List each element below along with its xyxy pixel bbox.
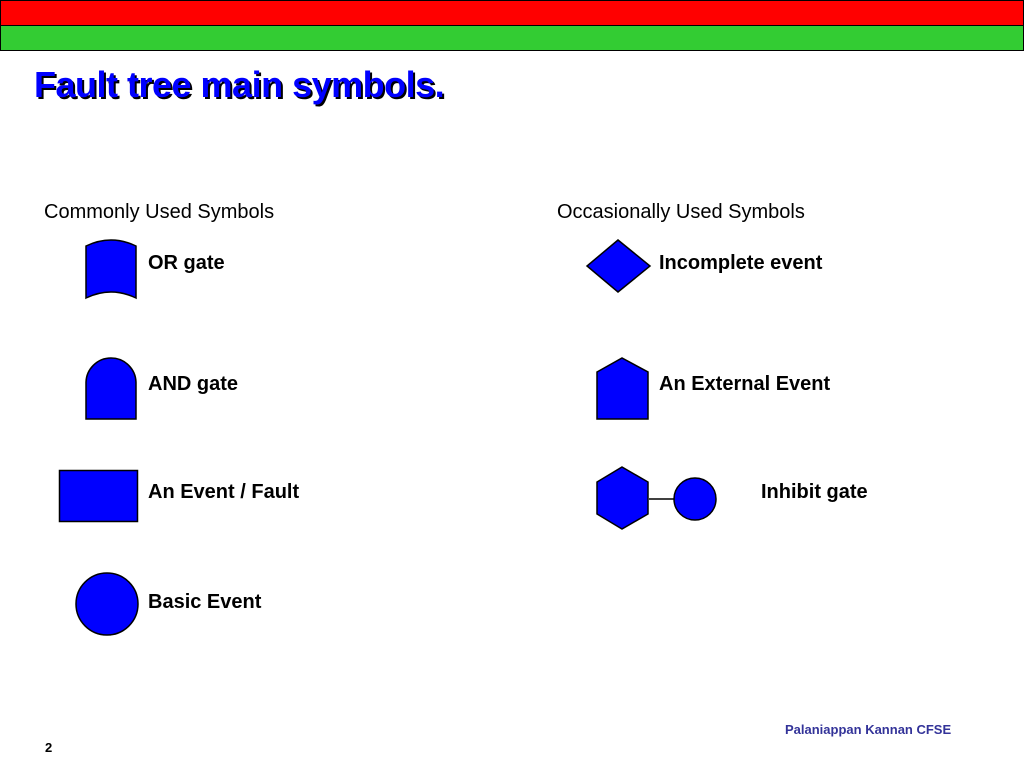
basic-event-circle-icon [75,572,139,636]
common-symbols-heading: Commonly Used Symbols [44,201,275,223]
and-gate-label: AND gate [148,373,239,395]
incomplete-event-label: Incomplete event [659,252,823,274]
basic-event-label: Basic Event [148,591,262,613]
top-green-bar [0,25,1024,51]
incomplete-event-diamond-icon [585,239,652,293]
external-event-label: An External Event [659,373,831,395]
event-rectangle-icon [58,469,139,523]
event-fault-label: An Event / Fault [148,481,300,503]
inhibit-gate-label: Inhibit gate [761,481,868,503]
occasional-symbols-heading: Occasionally Used Symbols [557,201,805,223]
top-red-bar [0,0,1024,26]
inhibit-gate-hexagon-icon [596,466,717,530]
external-event-house-icon [596,357,649,420]
slide-title: Fault tree main symbols. [34,64,445,105]
or-gate-label: OR gate [148,252,225,274]
author-footer: Palaniappan Kannan CFSE [785,722,952,737]
and-gate-icon [85,357,137,420]
or-gate-icon [85,239,137,300]
page-number: 2 [45,740,53,755]
